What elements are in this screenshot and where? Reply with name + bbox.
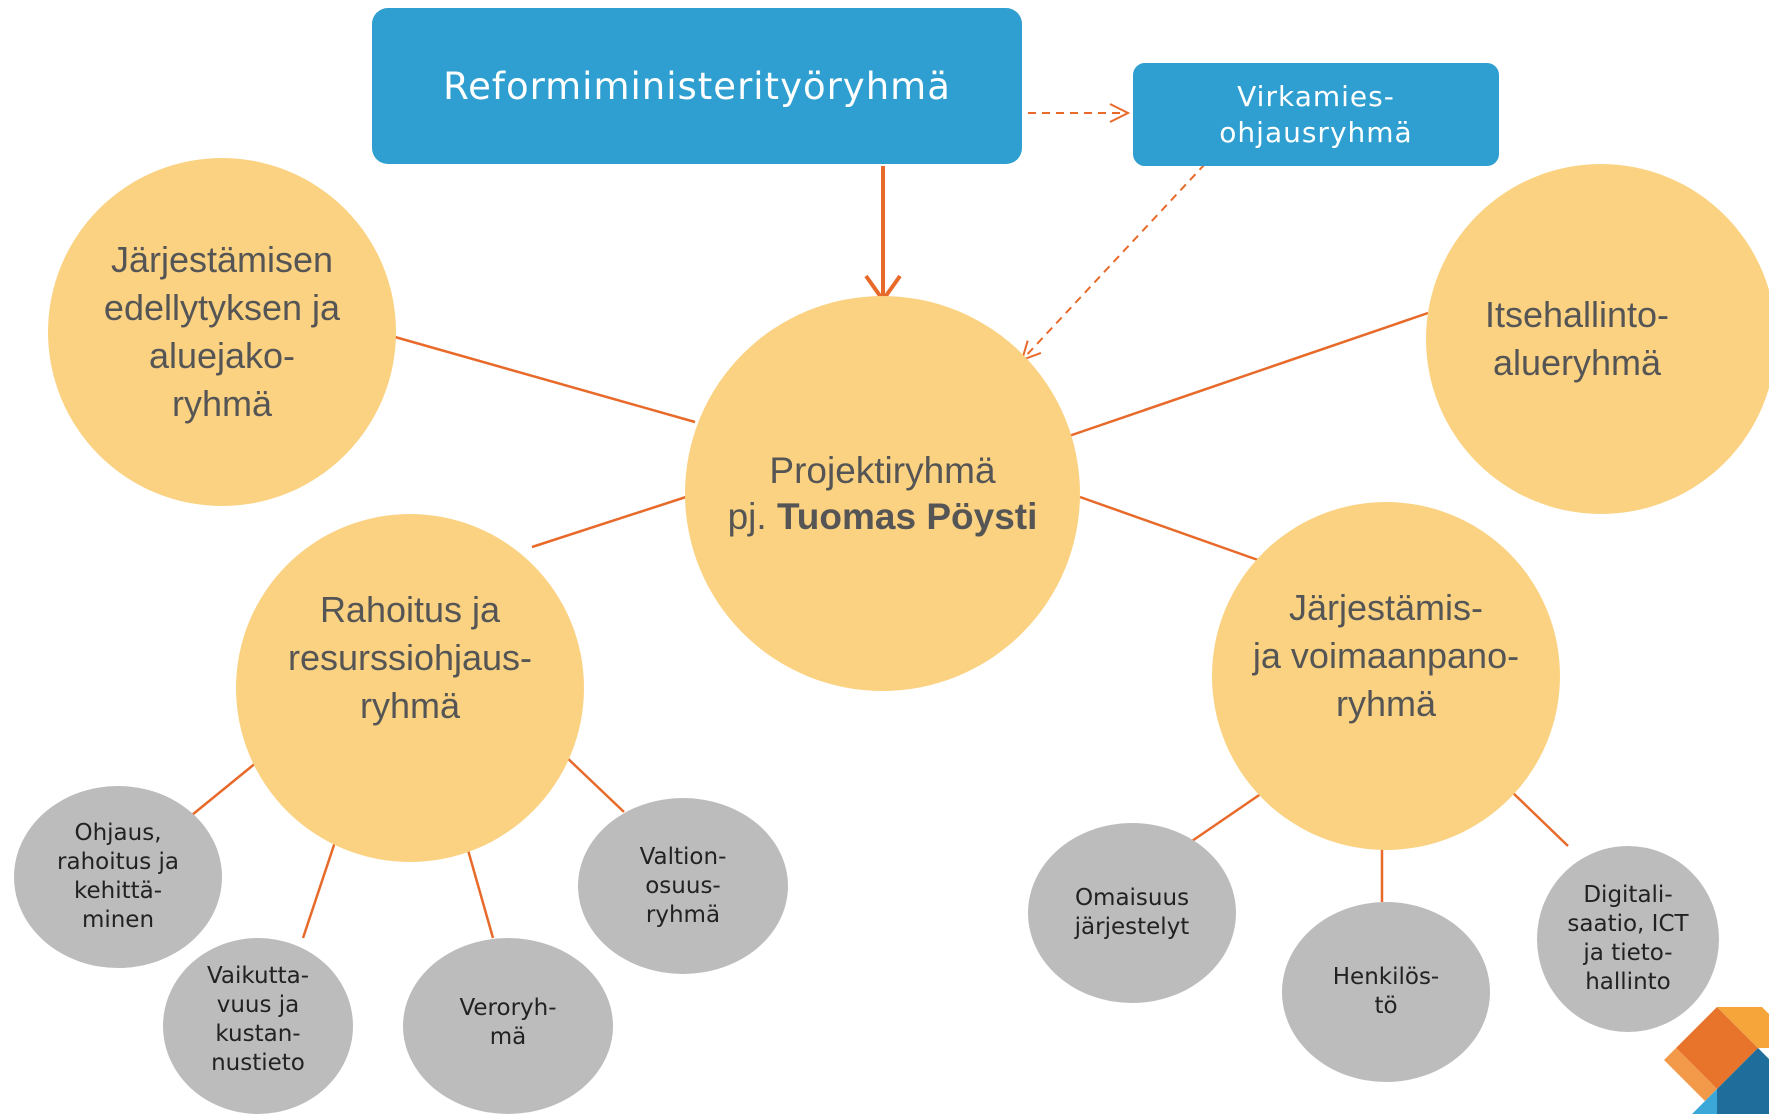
project-group-label: Projektiryhmä [769,449,996,491]
connector [301,832,340,939]
group-circle-voimaanpano: Järjestämis- ja voimaanpano- ryhmä [1212,502,1560,850]
group-circle-rahoitus: Rahoitus ja resurssiohjaus- ryhmä [236,514,584,862]
connector [1191,787,1269,843]
connector [561,752,625,813]
group-label: Rahoitus ja resurssiohjaus- ryhmä [287,589,533,726]
connector [1511,791,1569,847]
reform-ministerial-group-box: Reformiministerityöryhmä [372,8,1022,164]
side-to-project-dashed [1022,163,1206,360]
subgroup-label: Henkilös- tö [1332,964,1440,1019]
subgroup-circle-digitalisaatio: Digitali- saatio, ICT ja tieto- hallinto [1537,846,1719,1032]
subgroup-circle-vaikuttavuus: Vaikutta- vuus ja kustan- nustieto [163,938,353,1114]
subgroup-circle-ohjaus: Ohjaus, rahoitus ja kehittä- minen [14,786,222,968]
subgroup-circle-henkilosto: Henkilös- tö [1282,902,1490,1082]
connector [394,335,696,424]
connector [1065,311,1429,439]
group-label: Järjestämisen edellytyksen ja aluejako- … [103,239,341,424]
subgroup-circle-omaisuus: Omaisuus järjestelyt [1028,823,1236,1003]
subgroup-label: Digitali- saatio, ICT ja tieto- hallinto [1567,882,1689,995]
subgroup-label: Valtion- osuus- ryhmä [639,843,727,928]
subgroup-label: Veroryh- mä [459,995,557,1050]
steering-group-box: Virkamies- ohjausryhmä [1133,63,1499,166]
subgroup-label: Ohjaus, rahoitus ja kehittä- minen [57,820,179,933]
group-label: Järjestämis- ja voimaanpano- ryhmä [1252,587,1520,724]
group-label: Itsehallinto- alueryhmä [1484,294,1670,383]
reform-ministerial-group-label: Reformiministerityöryhmä [443,64,951,108]
chair-prefix: pj. [727,495,767,537]
project-group-chair: pj. Tuomas Pöysti [728,494,1038,540]
connector [531,495,687,549]
chair-name: Tuomas Pöysti [776,495,1038,537]
project-group-circle: Projektiryhmä pj. Tuomas Pöysti [685,296,1080,691]
steering-group-label: Virkamies- ohjausryhmä [1219,79,1413,149]
subgroup-circle-vero: Veroryh- mä [403,938,613,1114]
connector [1079,495,1259,562]
subgroup-label: Vaikutta- vuus ja kustan- nustieto [206,963,310,1076]
subgroup-label: Omaisuus järjestelyt [1074,885,1190,940]
group-circle-jarjestamisen: Järjestämisen edellytyksen ja aluejako- … [48,158,396,506]
group-circle-itsehallinto: Itsehallinto- alueryhmä [1426,164,1769,514]
subgroup-circle-valtionosuus: Valtion- osuus- ryhmä [578,798,788,974]
